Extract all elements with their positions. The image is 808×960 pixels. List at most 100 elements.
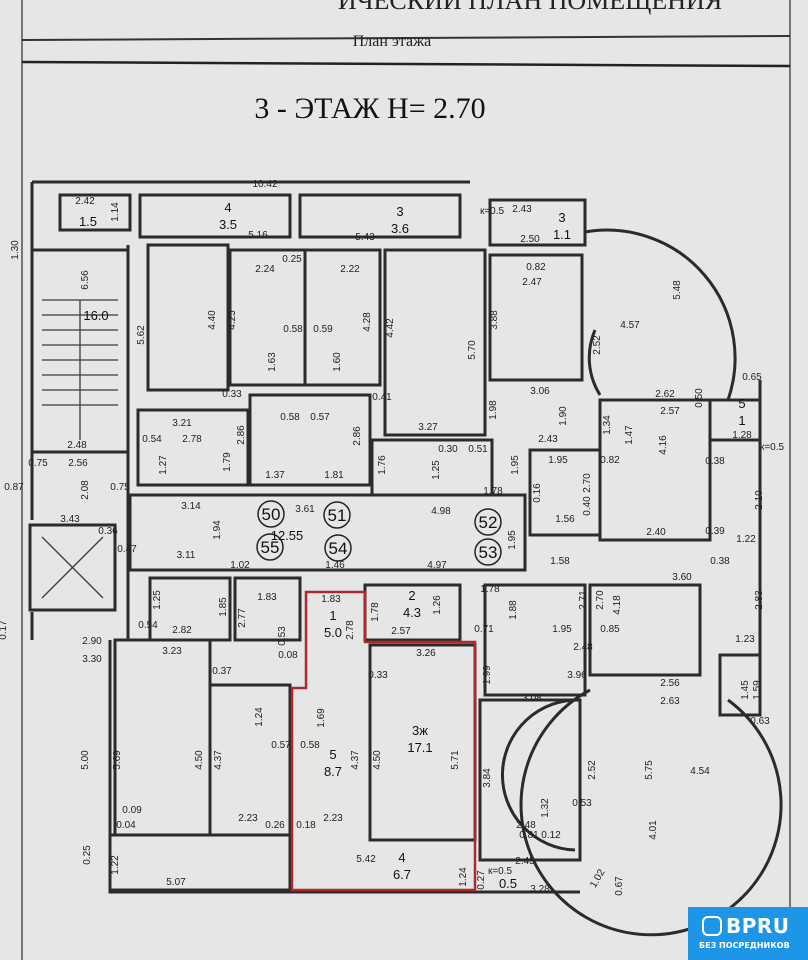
floor-title: 3 - ЭТАЖ Н= 2.70 [254, 92, 485, 125]
dimension-label: 1.83 [321, 594, 341, 605]
dimension-label: 0.65 [742, 372, 762, 383]
dimension-label: 1.56 [555, 514, 575, 525]
highlighted-apartment-outline [290, 590, 477, 892]
dimension-label: 0.81 [519, 830, 539, 841]
dimension-label: 2.57 [391, 626, 411, 637]
dimension-label: 0.75 [28, 458, 48, 469]
badge-tagline: БЕЗ ПОСРЕДНИКОВ [699, 941, 790, 950]
dimension-label: 0.54 [138, 620, 158, 631]
dimension-label: 0.75 [110, 482, 130, 493]
dimension-label: 6.56 [80, 270, 91, 290]
dimension-label: 2.24 [255, 264, 275, 275]
dimension-label: 0.37 [212, 666, 232, 677]
room-area: 1 [738, 413, 745, 428]
room-marker-number: 54 [329, 539, 348, 558]
dimension-label: 3.60 [672, 572, 692, 583]
dimension-label: 5.43 [355, 232, 375, 243]
dimension-label: 1.95 [552, 624, 572, 635]
dimension-label: 2.78 [345, 620, 356, 640]
dimension-label: 2.42 [75, 196, 95, 207]
dimension-label: 0.38 [705, 456, 725, 467]
dimension-label: 0.53 [572, 798, 592, 809]
room-number: 4 [224, 200, 231, 215]
dimension-label: 2.77 [237, 608, 248, 628]
dimension-label: 4.01 [648, 820, 659, 840]
room-marker-circle [323, 501, 351, 529]
dimension-label: 5.75 [644, 760, 655, 780]
bpru-logo-icon [702, 916, 722, 936]
room-area: 6.7 [393, 867, 411, 882]
dimension-label: 1.94 [212, 520, 223, 540]
dimension-label: 4.97 [427, 560, 447, 571]
dimension-label: 0.16 [532, 483, 543, 503]
dimension-label: 0.50 [694, 388, 705, 408]
document-title: ИЧЕСКИЙ ПЛАН ПОМЕЩЕНИЯ [338, 0, 722, 15]
dimension-label: 0.41 [372, 392, 392, 403]
dimension-label: 1.37 [265, 470, 285, 481]
room-area: 4.3 [403, 605, 421, 620]
dimension-label: 0.33 [222, 389, 242, 400]
dimension-label: 5.07 [166, 877, 186, 888]
dimension-label: 5.48 [672, 280, 683, 300]
dimension-label: 0.53 [277, 626, 288, 646]
room-labels: 15.024.33ж17.146.758.743.533.631.1511.51… [79, 200, 746, 891]
dimension-label: 0.04 [116, 820, 136, 831]
dimension-label: 4.54 [690, 766, 710, 777]
dimension-label: 2.86 [352, 426, 363, 446]
dimension-label: 0.67 [614, 876, 625, 896]
dimension-label: 3.88 [489, 310, 500, 330]
dimension-label: 4.57 [620, 320, 640, 331]
dimension-label: 0.71 [474, 624, 494, 635]
dimension-label: 0.57 [310, 412, 330, 423]
dimension-label: 1.22 [736, 534, 756, 545]
dimension-label: 1.28 [732, 430, 752, 441]
dimension-label: 2.43 [512, 204, 532, 215]
dimension-label: 4.25 [227, 310, 238, 330]
dimension-label: 2.57 [660, 406, 680, 417]
dimension-label: 5.71 [450, 750, 461, 770]
dimension-label: к=0.5 [760, 442, 785, 453]
dimension-label: 3.23 [162, 646, 182, 657]
dimension-label: 2.71 [578, 590, 589, 610]
room-marker-number: 52 [479, 513, 498, 532]
dimension-label: 2.83 [754, 590, 765, 610]
dimension-label: 2.10 [754, 490, 765, 510]
dimension-label: 5.00 [80, 750, 91, 770]
dimension-label: 1.69 [316, 708, 327, 728]
dimension-label: 4.50 [372, 750, 383, 770]
dimension-label: 0.87 [4, 482, 24, 493]
dimension-label: 1.24 [254, 707, 265, 727]
dimension-label: 0.82 [600, 455, 620, 466]
dimension-label: 4.37 [350, 750, 361, 770]
dimension-label: 2.48 [67, 440, 87, 451]
dimension-label: 0.12 [541, 830, 561, 841]
room-area: 1.5 [79, 214, 97, 229]
dimension-label: 0.09 [122, 805, 142, 816]
dimension-label: 3.06 [530, 386, 550, 397]
dimension-label: 1.25 [431, 460, 442, 480]
dimension-label: 5.42 [356, 854, 376, 865]
dimension-label: 2.56 [68, 458, 88, 469]
walls [28, 180, 783, 937]
dimension-label: 0.26 [265, 820, 285, 831]
dimension-label: 1.76 [377, 455, 388, 475]
header-divider [21, 60, 791, 68]
dimension-label: 1.78 [480, 584, 500, 595]
dimension-label: 0.36 [98, 526, 118, 537]
dimension-label: 0.17 [0, 620, 9, 640]
room-marker-circle [256, 533, 284, 561]
dimension-label: 1.95 [510, 455, 521, 475]
dimension-label: 4.98 [431, 506, 451, 517]
dimension-label: 0.58 [280, 412, 300, 423]
dimension-label: 0.85 [600, 624, 620, 635]
dimension-label: 2.48 [516, 820, 536, 831]
dimension-label: 2.43 [538, 434, 558, 445]
room-area: 3.6 [391, 221, 409, 236]
dimension-label: 1.63 [267, 352, 278, 372]
room-area: 5.0 [324, 625, 342, 640]
dimension-label: 2.47 [522, 277, 542, 288]
dimension-label: 1.47 [624, 425, 635, 445]
dimension-label: 3.14 [181, 501, 201, 512]
room-area: 8.7 [324, 764, 342, 779]
dimension-label: 2.45 [515, 856, 535, 867]
